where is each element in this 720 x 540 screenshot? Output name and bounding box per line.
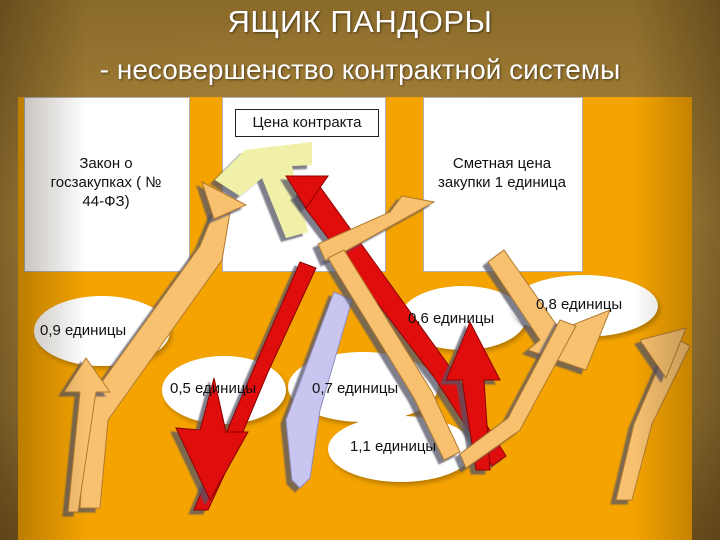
orange-arrow-estimate bbox=[317, 195, 436, 263]
orange-arrow-law bbox=[79, 198, 233, 509]
slide-title: ЯЩИК ПАНДОРЫ bbox=[227, 4, 493, 39]
red-arrow-06 bbox=[445, 320, 501, 471]
red-arrow-05-head bbox=[175, 377, 249, 502]
red-arrow-center-head bbox=[285, 175, 329, 209]
contract-price-pointer bbox=[215, 142, 312, 238]
lilac-arrow bbox=[285, 291, 353, 489]
oval-0-8-text: 0,8 единицы bbox=[536, 296, 623, 313]
orange-arrow-11 bbox=[327, 249, 461, 461]
oval-0-5-text: 0,5 единицы bbox=[170, 380, 257, 397]
orange-arrow-08 bbox=[487, 249, 611, 371]
orange-arrow-bottom-right bbox=[615, 335, 691, 501]
law-box-text: Закон о госзакупках ( № 44-ФЗ) bbox=[50, 155, 162, 210]
orange-arrow-bottom-right-head bbox=[639, 327, 687, 380]
orange-arrow-law-head bbox=[201, 180, 248, 220]
estimate-box bbox=[423, 97, 583, 272]
slide-subtitle: - несовершенство контрактной системы bbox=[99, 54, 621, 85]
oval-0-7-text: 0,7 единицы bbox=[312, 380, 399, 397]
oval-1-1-text: 1,1 единицы bbox=[350, 438, 437, 455]
contract-price-label: Цена контракта bbox=[235, 109, 379, 137]
law-box bbox=[24, 97, 190, 272]
oval-0-9-text: 0,9 единицы bbox=[40, 322, 127, 339]
orange-arrow-09 bbox=[63, 357, 111, 513]
orange-arrow-sweep bbox=[459, 319, 577, 469]
oval-0-6-text: 0,6 единицы bbox=[408, 310, 495, 327]
estimate-box-text: Сметная цена закупки 1 единица bbox=[438, 155, 566, 191]
